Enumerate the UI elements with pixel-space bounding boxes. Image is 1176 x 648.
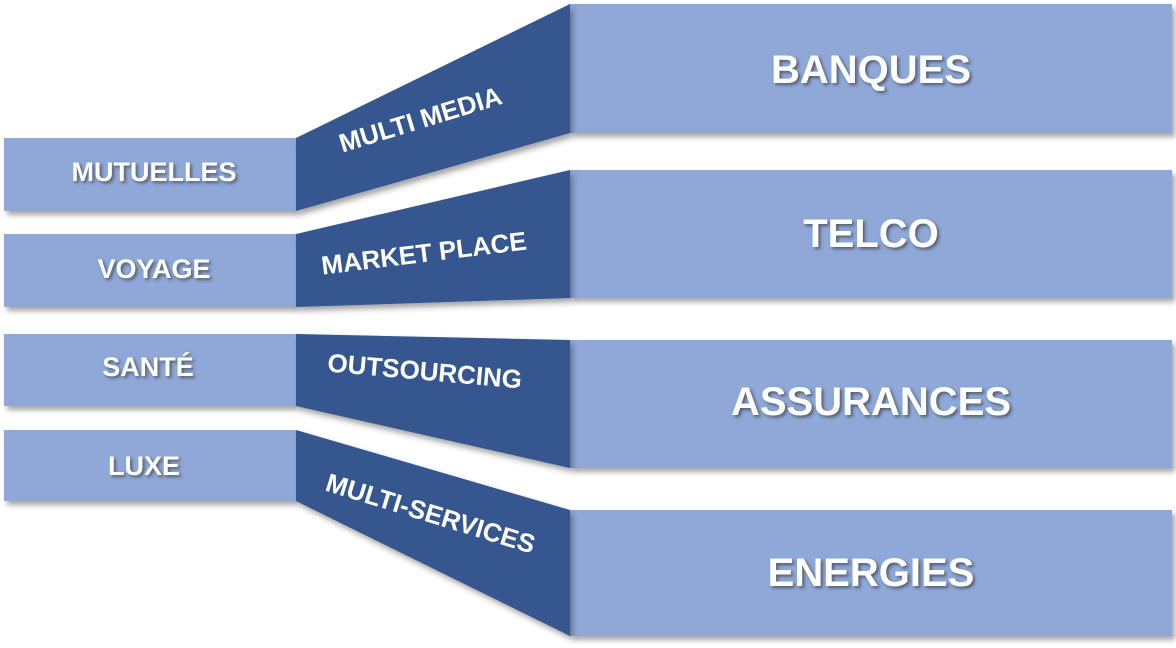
right-box-energies [570,510,1172,636]
left-label-mutuelles: MUTUELLES [71,157,237,187]
right-box-telco [570,170,1172,298]
right-label-energies: ENERGIES [767,551,975,595]
right-box-banques [570,4,1172,133]
right-label-assurances: ASSURANCES [730,380,1012,424]
left-label-voyage: VOYAGE [97,254,211,284]
connector-outsourcing [296,334,570,468]
right-label-telco: TELCO [803,212,939,256]
left-box-sante [4,334,296,406]
left-box-mutuelles [4,138,296,211]
left-label-sante: SANTÉ [102,352,194,382]
left-box-voyage [4,234,296,307]
left-label-luxe: LUXE [107,451,180,481]
right-label-banques: BANQUES [770,48,972,92]
right-box-assurances [570,340,1172,468]
left-box-luxe [4,430,296,501]
connector-market-place [296,170,570,307]
connector-multi-media [296,4,570,211]
connector-multi-services [296,430,570,636]
